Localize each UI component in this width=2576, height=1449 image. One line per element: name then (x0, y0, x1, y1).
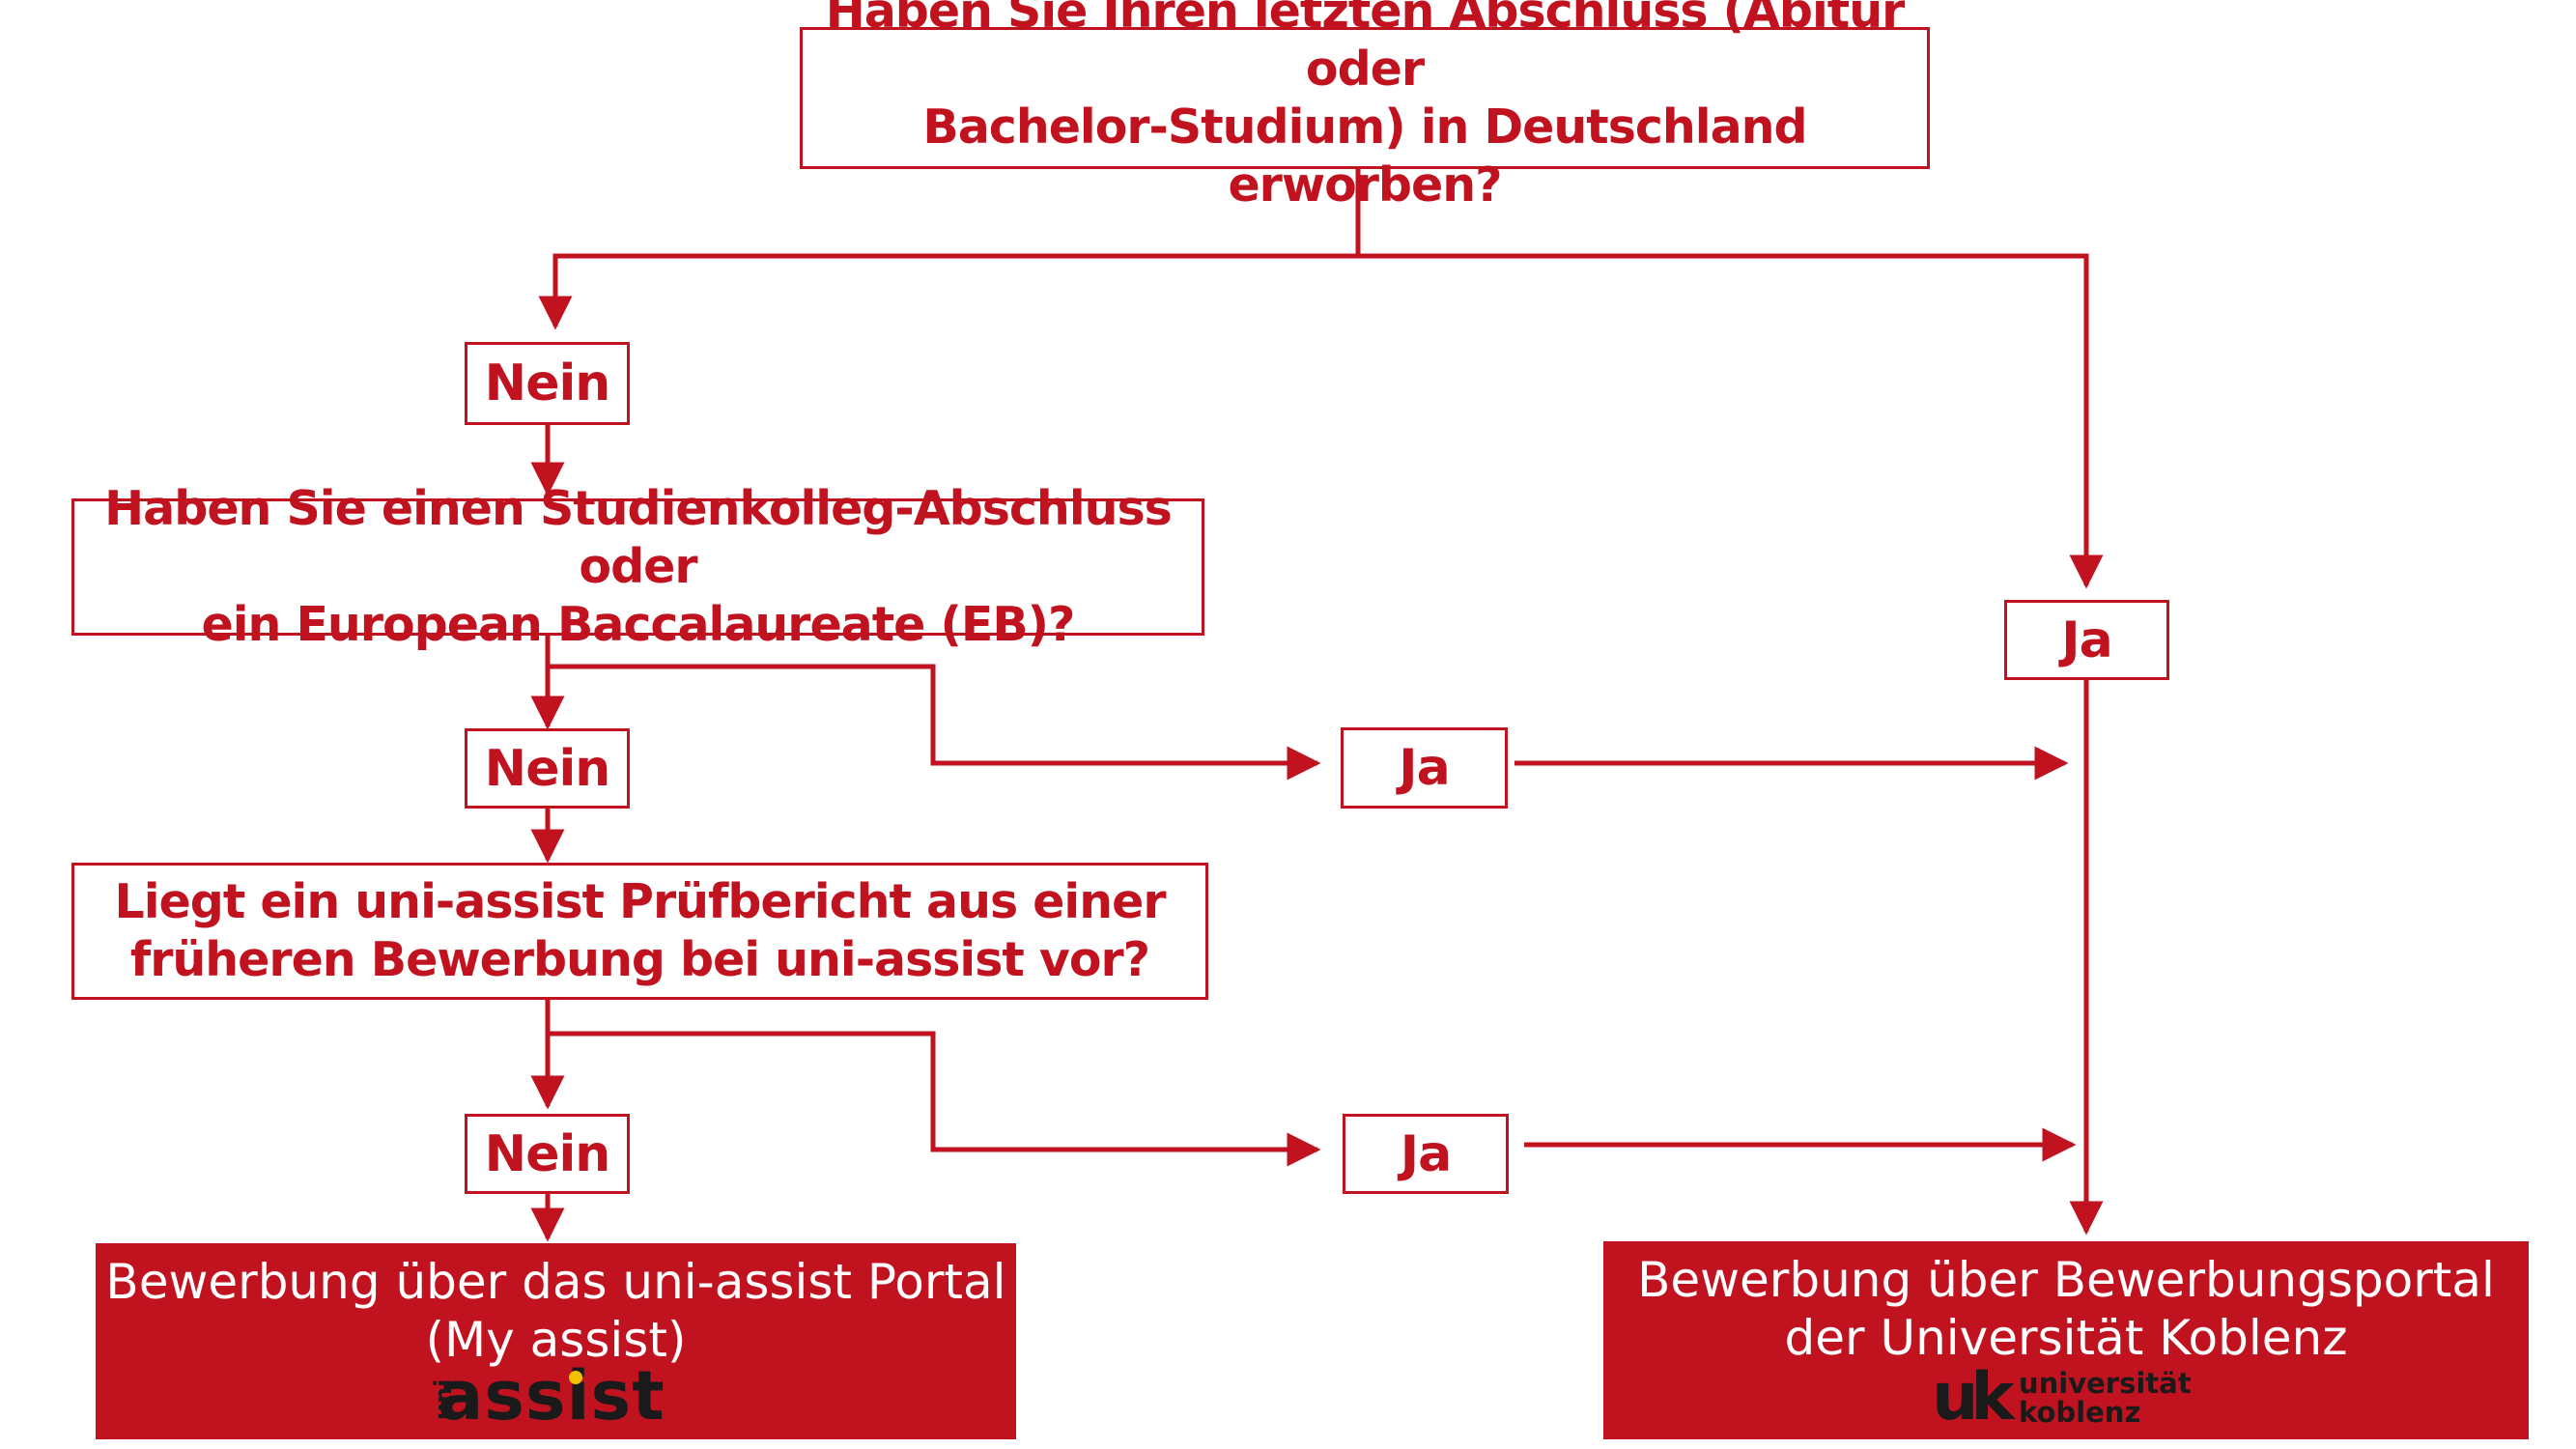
universitaet-koblenz-logo: uk universität koblenz (1932, 1365, 2193, 1435)
question-german-degree-line1: Haben Sie Ihren letzten Abschluss (Abitu… (825, 0, 1906, 97)
universitaet-koblenz-logo-name: universität koblenz (2019, 1369, 2192, 1427)
answer-nein-3: Nein (465, 1114, 630, 1194)
answer-ja-2: Ja (1341, 727, 1508, 809)
answer-nein-3-label: Nein (484, 1124, 611, 1183)
connector-q1-to-ja (1358, 253, 2104, 589)
answer-ja-3: Ja (1343, 1114, 1509, 1194)
connector-q3-to-ja (548, 1031, 1321, 1167)
answer-nein-1-label: Nein (484, 355, 611, 412)
result-koblenz-line2: der Universität Koblenz (1784, 1310, 2348, 1366)
result-koblenz: Bewerbung über Bewerbungsportal der Univ… (1603, 1241, 2529, 1439)
answer-nein-1: Nein (465, 342, 630, 425)
universitaet-koblenz-logo-line2: koblenz (2019, 1396, 2141, 1429)
question-german-degree: Haben Sie Ihren letzten Abschluss (Abitu… (800, 0, 1930, 213)
connector-q1-to-nein (538, 253, 1358, 330)
result-uniassist-line2: (My assist) (425, 1312, 687, 1368)
result-uniassist-line1: Bewerbung über das uni-assist Portal (105, 1254, 1006, 1310)
answer-ja-2-label: Ja (1399, 739, 1450, 797)
uni-assist-logo: uni assist (414, 1357, 665, 1435)
question-pruefbericht: Liegt ein uni-assist Prüfbericht aus ein… (71, 863, 1208, 1000)
uni-assist-logo-word: assist (438, 1356, 665, 1435)
answer-ja-1-label: Ja (2061, 611, 2112, 669)
result-uniassist: Bewerbung über das uni-assist Portal (My… (96, 1243, 1016, 1439)
answer-nein-2-label: Nein (484, 739, 611, 798)
question-studienkolleg-line2: ein European Baccalaureate (EB)? (201, 597, 1075, 652)
uni-assist-logo-prefix: uni (430, 1378, 457, 1421)
answer-ja-3-label: Ja (1400, 1124, 1452, 1183)
connector-q2-to-ja (548, 664, 1321, 781)
universitaet-koblenz-logo-line1: universität (2019, 1367, 2192, 1400)
question-studienkolleg-line1: Haben Sie einen Studienkolleg-Abschluss … (104, 481, 1173, 594)
answer-ja-1: Ja (2004, 600, 2169, 680)
universitaet-koblenz-logo-mark: uk (1932, 1359, 2015, 1435)
uni-assist-logo-dot (569, 1371, 582, 1384)
question-german-degree-line2: Bachelor-Studium) in Deutschland erworbe… (922, 99, 1807, 213)
question-pruefbericht-line1: Liegt ein uni-assist Prüfbericht aus ein… (114, 874, 1167, 929)
answer-nein-2: Nein (465, 728, 630, 809)
question-pruefbericht-line2: früheren Bewerbung bei uni-assist vor? (129, 932, 1150, 987)
question-studienkolleg: Haben Sie einen Studienkolleg-Abschluss … (71, 481, 1204, 652)
result-koblenz-line1: Bewerbung über Bewerbungsportal (1637, 1252, 2495, 1308)
